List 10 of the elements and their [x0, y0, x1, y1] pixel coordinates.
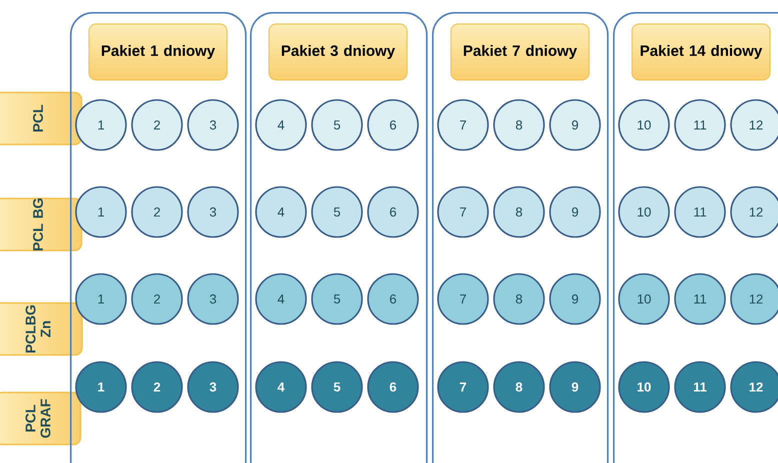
- header-box: Pakiet 1 dniowy: [88, 24, 228, 80]
- panel-box: [250, 12, 428, 463]
- row-label: PCLBG Zn: [0, 302, 83, 356]
- panel-box: [432, 12, 609, 463]
- row-label: PCL GRAF: [0, 392, 82, 446]
- header-box: Pakiet 3 dniowy: [268, 24, 408, 80]
- panel-box: [70, 12, 247, 463]
- header-box: Pakiet 7 dniowy: [450, 24, 590, 80]
- header-box: Pakiet 14 dniowy: [632, 24, 770, 80]
- panel-box: [613, 12, 778, 463]
